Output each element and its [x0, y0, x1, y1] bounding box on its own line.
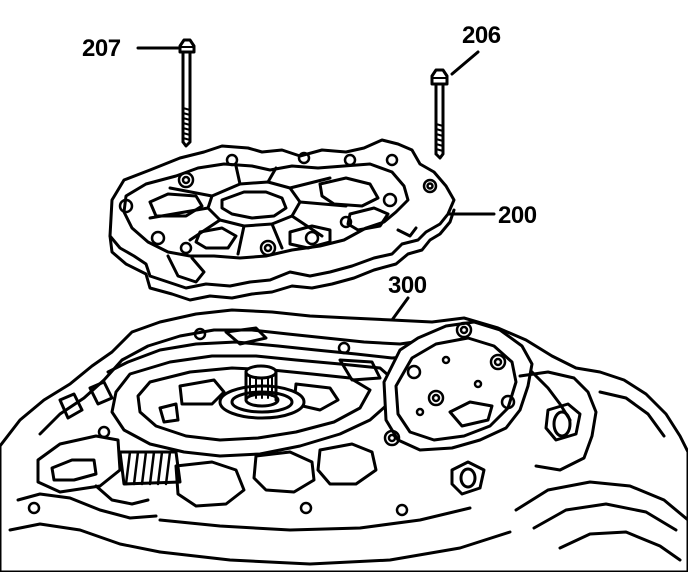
callout-207: 207 [82, 35, 121, 62]
bolt-207 [178, 38, 196, 148]
shaft [218, 364, 306, 420]
cover-200 [108, 138, 456, 302]
solenoid-spring [36, 434, 182, 506]
leader-line-206 [450, 50, 480, 76]
callout-200: 200 [498, 202, 537, 229]
bolt-206 [430, 68, 449, 160]
callout-206: 206 [462, 22, 501, 49]
callout-300: 300 [388, 272, 427, 299]
valve-body-300 [0, 308, 688, 572]
separator-plate [382, 320, 534, 452]
